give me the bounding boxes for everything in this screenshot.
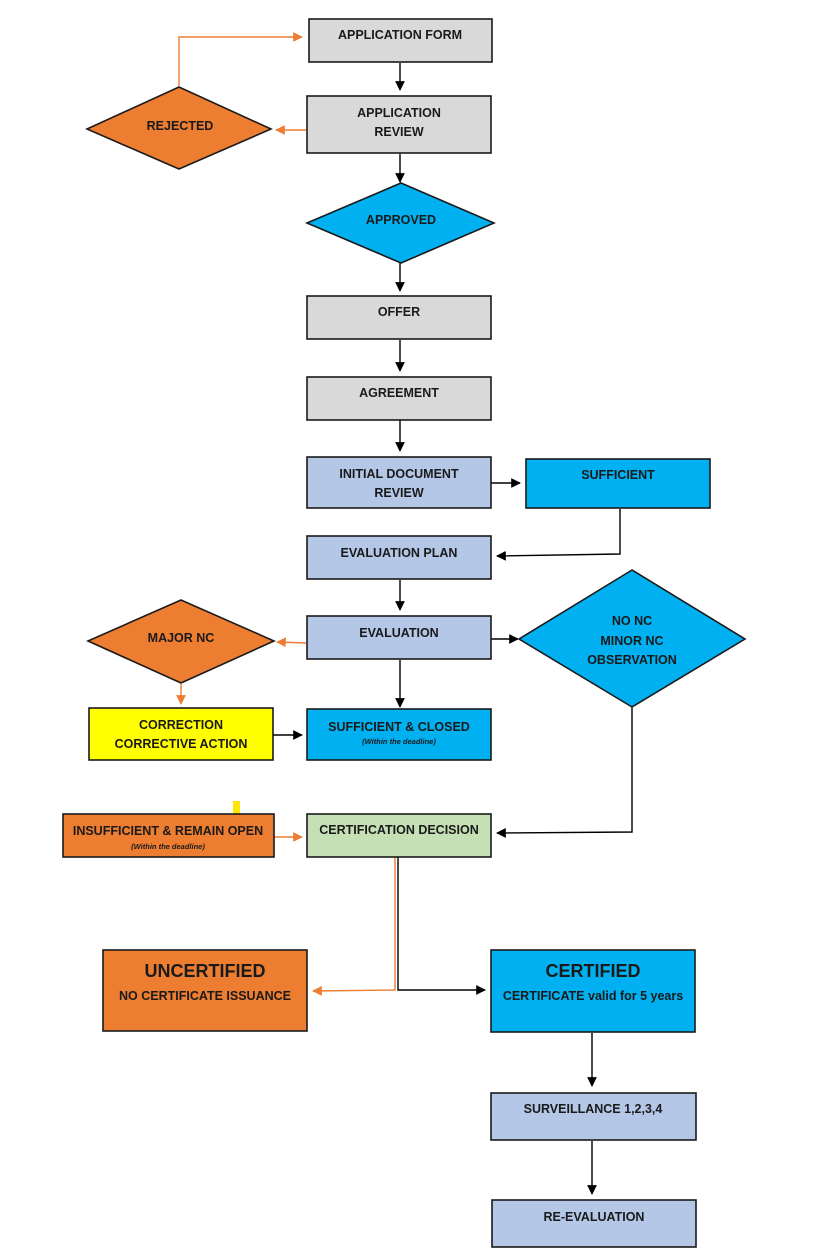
label-idr-line2: REVIEW (374, 486, 424, 500)
connectors (176, 32, 633, 1195)
arrow-rejected-to-form (178, 32, 303, 86)
nodes: APPLICATION FORM APPLICATION REVIEW REJE… (62, 18, 747, 1248)
title-uncertified: UNCERTIFIED (145, 961, 266, 981)
node-agreement: AGREEMENT (306, 376, 492, 421)
arrow-no-nc-to-decision (496, 707, 633, 838)
node-correction: CORRECTION CORRECTIVE ACTION (88, 707, 274, 761)
arrow-decision-to-uncertified (312, 857, 396, 996)
note-sufficient-closed: (Within the deadline) (362, 737, 436, 746)
node-insufficient-open: INSUFFICIENT & REMAIN OPEN (Within the d… (62, 813, 275, 858)
label-no-nc-line2: MINOR NC (600, 634, 663, 648)
label-idr-line1: INITIAL DOCUMENT (339, 467, 459, 481)
label-application-review-line1: APPLICATION (357, 106, 441, 120)
label-insufficient-open: INSUFFICIENT & REMAIN OPEN (73, 824, 263, 838)
arrow-evaluation-to-major-nc (276, 637, 307, 648)
node-certified: CERTIFIED CERTIFICATE valid for 5 years (490, 949, 696, 1033)
title-certified: CERTIFIED (545, 961, 640, 981)
node-sufficient: SUFFICIENT (525, 458, 711, 509)
arrow-sufficient-to-plan (496, 509, 621, 561)
node-uncertified: UNCERTIFIED NO CERTIFICATE ISSUANCE (102, 949, 308, 1032)
node-no-nc: NO NC MINOR NC OBSERVATION (517, 569, 747, 708)
node-evaluation-plan: EVALUATION PLAN (306, 535, 492, 580)
label-agreement: AGREEMENT (359, 386, 439, 400)
label-evaluation-plan: EVALUATION PLAN (341, 546, 458, 560)
label-sufficient: SUFFICIENT (581, 468, 655, 482)
label-offer: OFFER (378, 305, 420, 319)
arrow-decision-to-certified (397, 857, 486, 995)
node-initial-document-review: INITIAL DOCUMENT REVIEW (306, 456, 492, 509)
node-surveillance: SURVEILLANCE 1,2,3,4 (490, 1092, 697, 1141)
node-application-form: APPLICATION FORM (308, 18, 493, 63)
node-major-nc: MAJOR NC (86, 599, 276, 684)
label-correction-line1: CORRECTION (139, 718, 223, 732)
label-sufficient-closed: SUFFICIENT & CLOSED (328, 720, 470, 734)
label-uncertified: NO CERTIFICATE ISSUANCE (119, 989, 291, 1003)
label-application-review-line2: REVIEW (374, 125, 424, 139)
node-sufficient-closed: SUFFICIENT & CLOSED (Within the deadline… (306, 708, 492, 761)
label-no-nc-line3: OBSERVATION (587, 653, 677, 667)
label-application-form: APPLICATION FORM (338, 28, 462, 42)
note-insufficient-open: (Within the deadline) (131, 842, 205, 851)
node-certification-decision: CERTIFICATION DECISION (306, 813, 492, 858)
yellow-marker (233, 801, 240, 815)
label-evaluation: EVALUATION (359, 626, 438, 640)
label-rejected: REJECTED (147, 119, 214, 133)
node-rejected: REJECTED (85, 86, 273, 170)
label-no-nc-line1: NO NC (612, 614, 652, 628)
label-major-nc: MAJOR NC (148, 631, 215, 645)
label-certification-decision: CERTIFICATION DECISION (319, 823, 479, 837)
node-evaluation: EVALUATION (306, 615, 492, 660)
node-approved: APPROVED (304, 182, 497, 264)
label-certified: CERTIFICATE valid for 5 years (503, 989, 683, 1003)
label-re-evaluation: RE-EVALUATION (544, 1210, 645, 1224)
node-re-evaluation: RE-EVALUATION (491, 1199, 697, 1248)
label-approved: APPROVED (366, 213, 436, 227)
label-surveillance: SURVEILLANCE 1,2,3,4 (524, 1102, 663, 1116)
node-offer: OFFER (306, 295, 492, 340)
node-application-review: APPLICATION REVIEW (306, 95, 492, 154)
label-correction-line2: CORRECTIVE ACTION (115, 737, 248, 751)
